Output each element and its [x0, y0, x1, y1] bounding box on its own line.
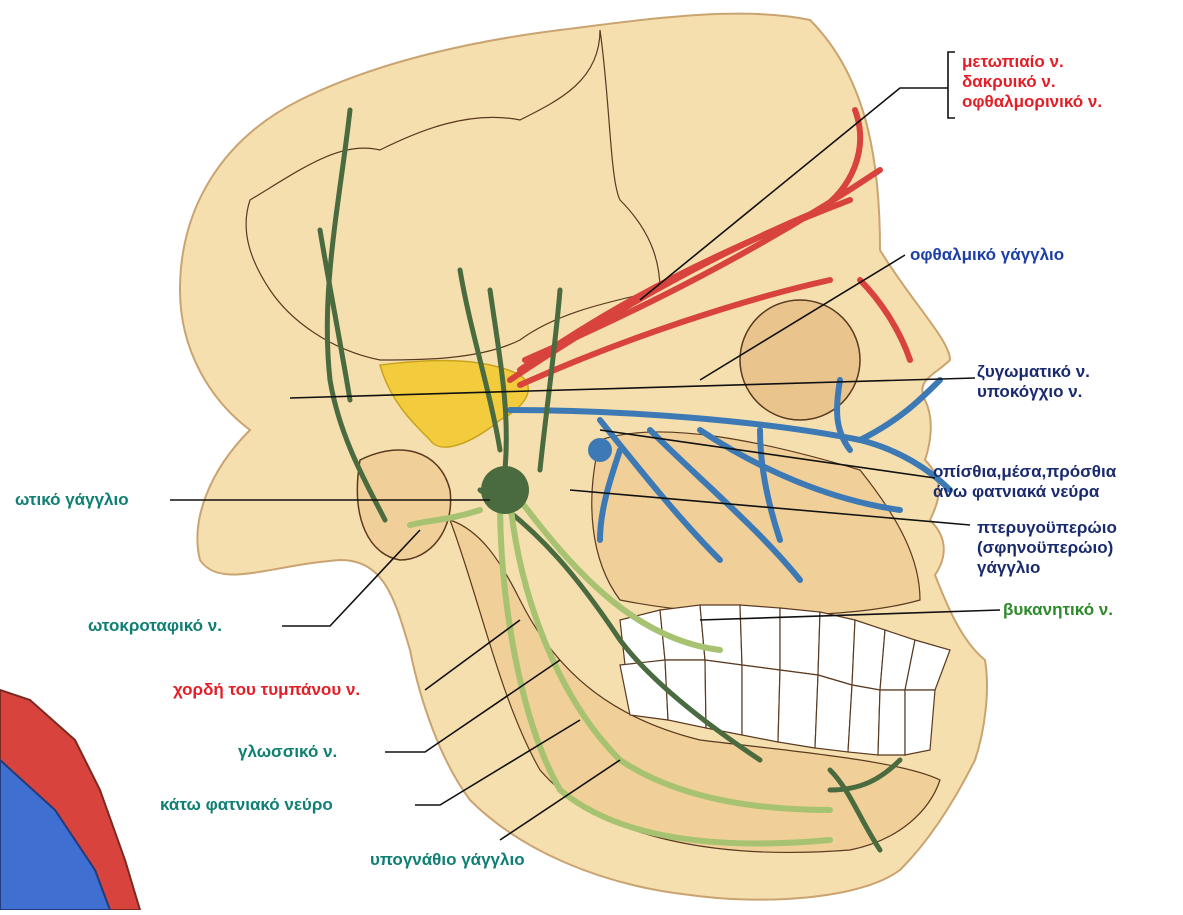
- chorda-tympani-label: χορδή του τυμπάνου ν.: [173, 680, 360, 700]
- frontal-nerve-label: μετωπιαίο ν.: [962, 52, 1102, 72]
- zygomatic-group-label: ζυγωματικό ν. υποκόγχιο ν.: [977, 362, 1090, 402]
- orbit: [740, 300, 860, 420]
- ciliary-ganglion-label: οφθαλμικό γάγγλιο: [910, 245, 1064, 265]
- alveolar-line1-label: οπίσθια,μέσα,πρόσθια: [933, 462, 1116, 482]
- otic-ganglion-label: ωτικό γάγγλιο: [15, 490, 129, 510]
- submandibular-ganglion-label: υπογνάθιο γάγγλιο: [370, 850, 525, 870]
- inferior-alveolar-label: κάτω φατνιακό νεύρο: [160, 795, 333, 815]
- pterygopalatine-group-label: πτερυγοϋπερώιο (σφηνοϋπερώιο) γάγγλιο: [977, 518, 1117, 578]
- zygomatic-nerve-label: ζυγωματικό ν.: [977, 362, 1090, 382]
- pterygopalatine-line2-label: (σφηνοϋπερώιο): [977, 538, 1117, 558]
- lingual-nerve-label: γλωσσικό ν.: [238, 742, 337, 762]
- frontal-group-label: μετωπιαίο ν. δακρυικό ν. οφθαλμορινικό ν…: [962, 52, 1102, 112]
- infraorbital-nerve-label: υποκόγχιο ν.: [977, 382, 1090, 402]
- lacrimal-nerve-label: δακρυικό ν.: [962, 72, 1102, 92]
- pterygopalatine-line1-label: πτερυγοϋπερώιο: [977, 518, 1117, 538]
- pterygopalatine-ganglion: [588, 438, 612, 462]
- pterygopalatine-line3-label: γάγγλιο: [977, 558, 1117, 578]
- alveolar-group-label: οπίσθια,μέσα,πρόσθια άνω φατνιακά νεύρα: [933, 462, 1116, 502]
- nasociliary-nerve-label: οφθαλμορινικό ν.: [962, 92, 1102, 112]
- buccal-nerve-label: βυκανητικό ν.: [1003, 600, 1113, 620]
- auriculotemporal-label: ωτοκροταφικό ν.: [88, 616, 222, 636]
- alveolar-line2-label: άνω φατνιακά νεύρα: [933, 482, 1116, 502]
- otic-ganglion: [481, 466, 529, 514]
